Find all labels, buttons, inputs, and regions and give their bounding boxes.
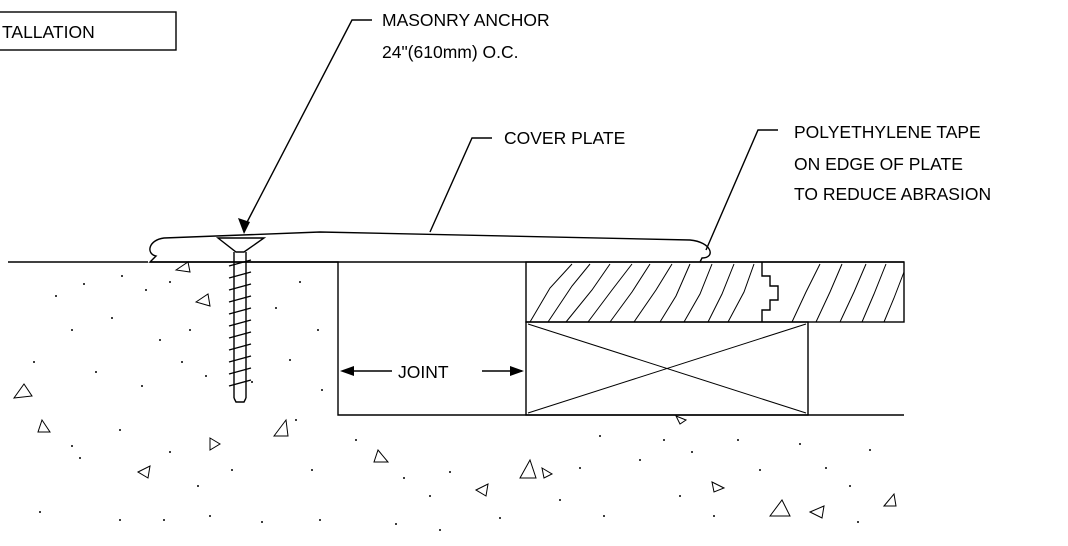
anchor-label-line1: MASONRY ANCHOR (382, 10, 550, 30)
anchor-label-line2: 24"(610mm) O.C. (382, 42, 519, 62)
screw-threads (228, 259, 252, 387)
cover-plate-leader (429, 137, 492, 233)
tape-label-line2: ON EDGE OF PLATE (794, 154, 963, 174)
anchor-leader (243, 19, 372, 229)
anchor-leader-arrowhead (238, 218, 250, 234)
joint-arrow-left (340, 366, 354, 376)
cover-plate-label: COVER PLATE (504, 128, 625, 148)
title-box: TALLATION (0, 11, 177, 51)
masonry-anchor-screw (215, 237, 267, 403)
floor-board-grain (529, 263, 905, 323)
screw-head (215, 237, 267, 253)
tongue-groove-joint (761, 262, 779, 322)
cover-plate (148, 231, 711, 263)
wood-floor (525, 261, 905, 416)
leader-lines (238, 19, 778, 251)
joint-label: JOINT (398, 362, 449, 382)
floor-board (525, 261, 905, 323)
concrete-aggregate-hatch (12, 261, 897, 519)
tape-leader (705, 129, 778, 251)
tape-label-line3: TO REDUCE ABRASION (794, 184, 991, 204)
joint-arrow-right (510, 366, 524, 376)
screw-tip (233, 397, 247, 403)
sleeper-diagonal-2 (527, 323, 807, 414)
title-box-frame (0, 11, 177, 51)
joint-recess-outline (150, 261, 904, 416)
concrete-stipple (33, 275, 871, 531)
sleeper-block (525, 321, 809, 416)
joint-dimension: JOINT (340, 362, 524, 382)
tape-label-line1: POLYETHYLENE TAPE (794, 122, 981, 142)
title-box-text: TALLATION (2, 22, 95, 42)
